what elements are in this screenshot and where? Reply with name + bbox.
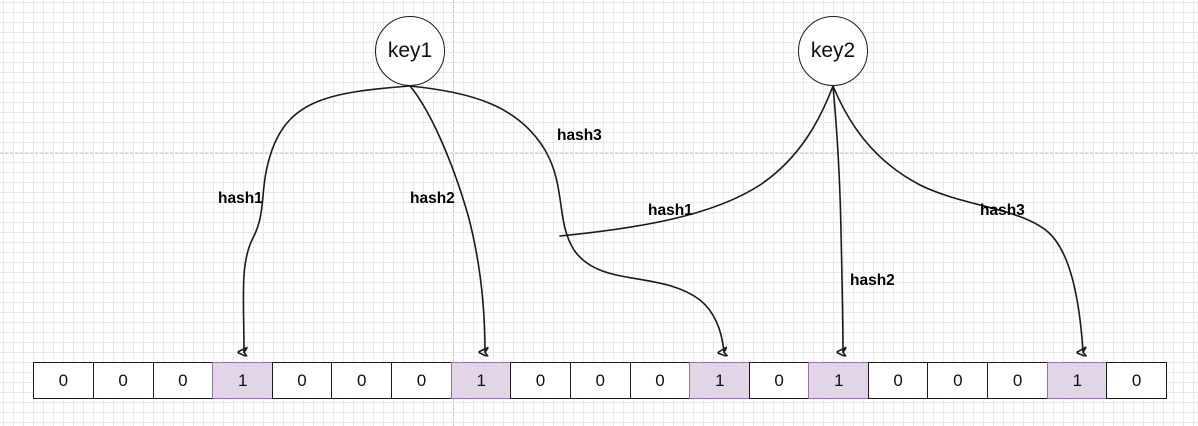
hash-label-key1-hash1: hash1 (218, 190, 263, 207)
bloom-filter-bit-array[interactable]: 0 0 0 1 0 0 0 1 0 0 0 1 0 1 0 0 0 1 0 (33, 362, 1168, 399)
bit-cell-value: 0 (893, 370, 903, 390)
bit-cell-14[interactable]: 0 (867, 362, 928, 399)
bit-cell-value: 0 (356, 370, 367, 390)
bit-cell-value: 0 (297, 370, 307, 390)
bit-cell-value: 0 (1012, 370, 1023, 390)
bit-cell-value: 0 (595, 370, 605, 390)
bit-cell-value: 0 (1131, 370, 1142, 390)
key-node-label: key2 (810, 39, 856, 62)
key-node-key1[interactable]: key1 (375, 16, 445, 86)
bit-cell-18[interactable]: 0 (1106, 362, 1168, 399)
hash-edge-key1-hash2 (409, 85, 485, 352)
bit-cell-value: 0 (655, 370, 665, 390)
bit-cell-value: 1 (237, 370, 248, 390)
bit-cell-7[interactable]: 1 (450, 362, 512, 399)
hash-label-key2-hash1: hash1 (648, 202, 693, 219)
bit-cell-value: 1 (1072, 370, 1083, 390)
hash-edge-key2-hash3 (832, 85, 1083, 352)
hash-edge-key1-hash1 (243, 85, 411, 352)
bit-cell-11[interactable]: 1 (689, 362, 751, 399)
hash-edge-key2-hash1 (559, 85, 834, 237)
bit-cell-12[interactable]: 0 (748, 362, 809, 399)
bit-cell-value: 0 (58, 370, 69, 390)
hash-edge-key2-hash2 (832, 85, 843, 352)
bit-cell-16[interactable]: 0 (987, 362, 1048, 399)
bit-cell-value: 0 (535, 370, 546, 390)
bit-cell-1[interactable]: 0 (92, 362, 153, 399)
bit-cell-value: 1 (834, 370, 844, 390)
bit-cell-value: 1 (476, 370, 486, 390)
page-guide-horizontal (0, 153, 1198, 154)
hash-label-key2-hash2: hash2 (850, 272, 895, 289)
bit-cell-13[interactable]: 1 (808, 362, 870, 399)
bit-cell-3[interactable]: 1 (212, 362, 274, 399)
hash-label-key1-hash3: hash3 (557, 127, 602, 144)
key-node-key2[interactable]: key2 (798, 16, 868, 86)
bit-cell-4[interactable]: 0 (271, 362, 332, 399)
bit-cell-5[interactable]: 0 (331, 362, 392, 399)
bit-cell-value: 0 (774, 370, 784, 390)
bit-cell-value: 0 (953, 370, 963, 390)
bit-cell-9[interactable]: 0 (569, 362, 630, 399)
hash-label-key1-hash2: hash2 (410, 190, 455, 207)
bit-cell-value: 1 (715, 370, 725, 390)
hash-edge-key1-hash3 (409, 85, 724, 352)
bit-cell-value: 0 (416, 370, 427, 390)
bit-cell-8[interactable]: 0 (510, 362, 570, 399)
bit-cell-0[interactable]: 0 (33, 362, 93, 399)
bit-cell-6[interactable]: 0 (391, 362, 451, 399)
bit-cell-17[interactable]: 1 (1047, 362, 1108, 399)
page-guide-vertical (453, 0, 454, 426)
bit-cell-value: 0 (178, 370, 188, 390)
bit-cell-10[interactable]: 0 (629, 362, 690, 399)
bit-cell-15[interactable]: 0 (927, 362, 988, 399)
key-node-label: key1 (387, 39, 433, 62)
bit-cell-value: 0 (118, 370, 128, 390)
bit-cell-2[interactable]: 0 (152, 362, 213, 399)
hash-label-key2-hash3: hash3 (980, 202, 1025, 219)
